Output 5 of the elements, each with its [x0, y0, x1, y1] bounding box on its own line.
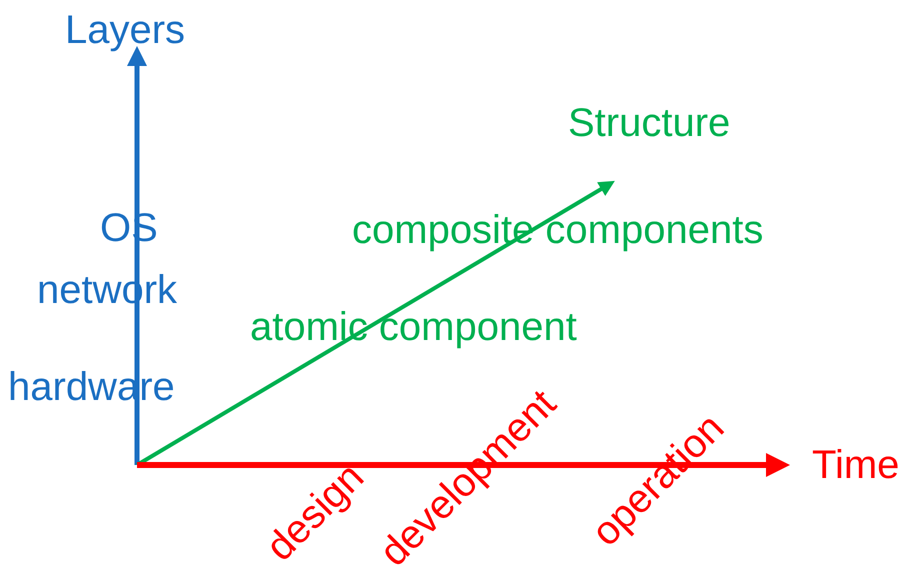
axis-title: Structure	[568, 101, 730, 145]
axis-category-label: atomic component	[250, 305, 577, 349]
axis-title: Time	[812, 443, 900, 487]
axis-category-label: composite components	[352, 208, 764, 252]
axis-title: Layers	[65, 8, 186, 52]
